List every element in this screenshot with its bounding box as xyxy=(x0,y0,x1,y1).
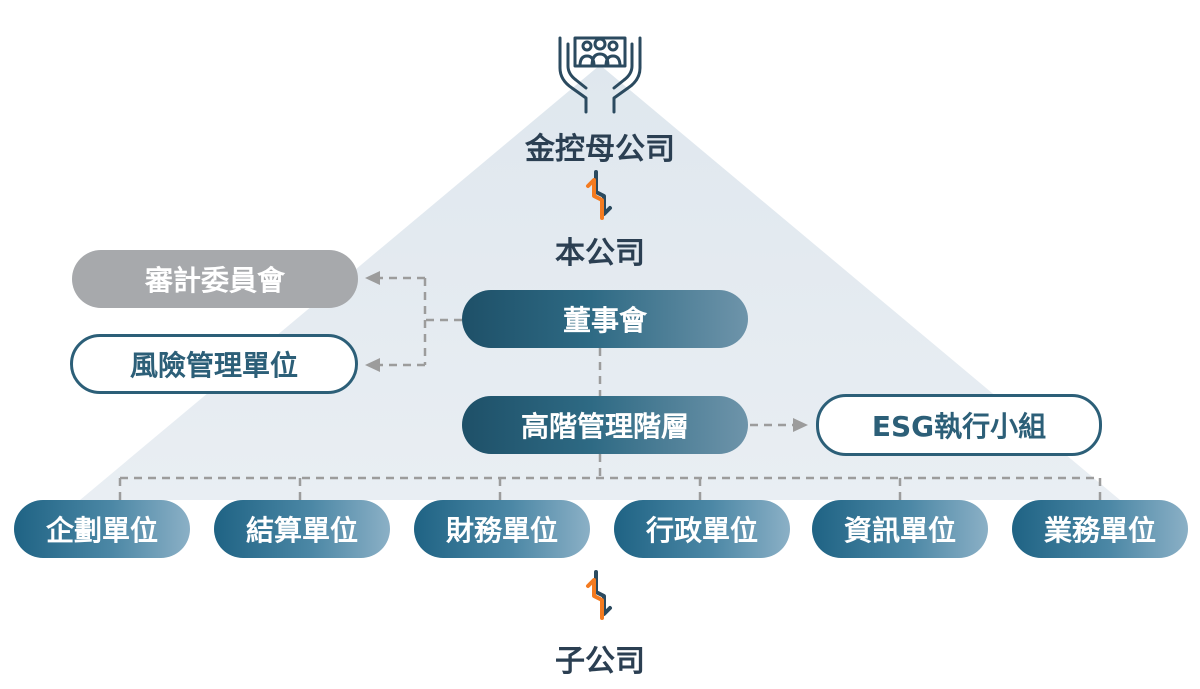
company-label: 本公司 xyxy=(555,236,645,271)
parent-holding-label: 金控母公司 xyxy=(525,132,675,167)
unit-node: 企劃單位 xyxy=(14,500,190,558)
audit-committee-node: 審計委員會 xyxy=(72,250,358,308)
esg-group-node: ESG執行小組 xyxy=(816,394,1102,456)
unit-node: 結算單位 xyxy=(214,500,390,558)
unit-node: 業務單位 xyxy=(1012,500,1188,558)
arrow-to-audit xyxy=(365,271,380,285)
board-node: 董事會 xyxy=(462,290,748,348)
bidirectional-lightning-arrow-icon xyxy=(586,170,612,220)
unit-node: 財務單位 xyxy=(414,500,590,558)
arrow-to-esg xyxy=(793,418,808,432)
subsidiary-label: 子公司 xyxy=(555,644,645,679)
management-to-units-connector xyxy=(118,454,1102,500)
unit-node: 行政單位 xyxy=(614,500,790,558)
hands-holding-people-icon xyxy=(558,36,642,114)
arrow-to-risk xyxy=(365,358,380,372)
risk-management-node: 風險管理單位 xyxy=(70,334,358,394)
bidirectional-lightning-arrow-icon xyxy=(586,570,612,620)
senior-management-node: 高階管理階層 xyxy=(462,396,748,454)
board-to-committees-connector xyxy=(378,276,462,367)
unit-node: 資訊單位 xyxy=(812,500,988,558)
